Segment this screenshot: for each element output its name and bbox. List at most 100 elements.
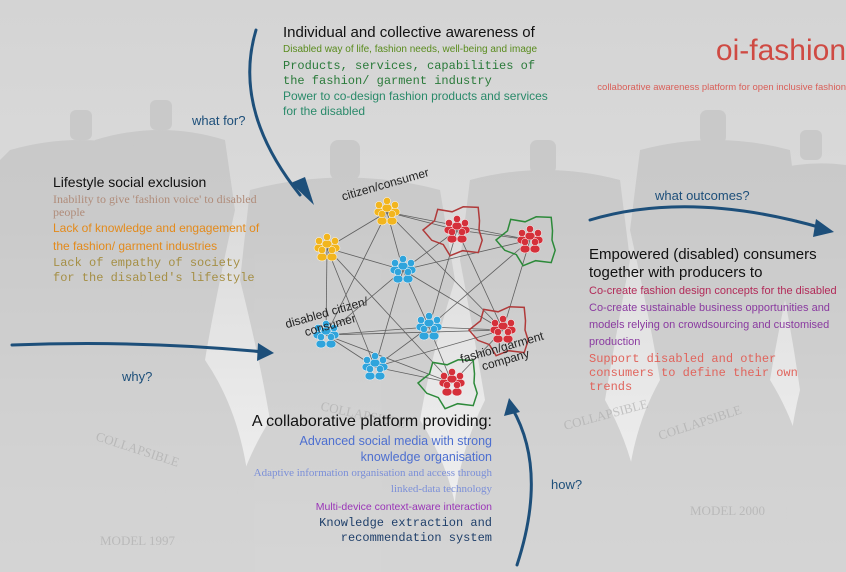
arrowhead-how bbox=[504, 398, 520, 416]
network-edge bbox=[428, 239, 531, 328]
person-body-icon bbox=[441, 387, 453, 397]
citizen-consumer-cluster bbox=[313, 233, 341, 262]
company-region-outline bbox=[416, 359, 478, 410]
empowered-item: Co-create sustainable business opportuni… bbox=[589, 302, 830, 348]
citizen-consumer-cluster bbox=[373, 197, 401, 226]
platform-item: Advanced social media with strong knowle… bbox=[299, 434, 492, 464]
arrowhead-what-for bbox=[291, 177, 314, 205]
person-head-icon bbox=[327, 333, 335, 341]
person-head-icon bbox=[383, 197, 391, 205]
network-edge bbox=[374, 269, 404, 368]
person-body-icon bbox=[376, 216, 388, 226]
empowered-item: Support disabled and other consumers to … bbox=[589, 352, 798, 394]
person-head-icon bbox=[317, 333, 325, 341]
person-head-icon bbox=[499, 315, 507, 323]
company-cluster bbox=[489, 315, 517, 344]
person-head-icon bbox=[448, 228, 456, 236]
lifestyle-block: Lifestyle social exclusion Inability to … bbox=[53, 174, 268, 286]
person-head-icon bbox=[391, 259, 399, 267]
platform-item: Knowledge extraction and recommendation … bbox=[319, 516, 492, 545]
company-cluster bbox=[516, 225, 544, 254]
person-body-icon bbox=[364, 371, 376, 381]
lifestyle-item: Lack of empathy of society for the disab… bbox=[53, 256, 255, 285]
arrow-what-outcomes bbox=[588, 205, 824, 230]
person-head-icon bbox=[461, 219, 469, 227]
person-head-icon bbox=[391, 201, 399, 209]
person-head-icon bbox=[375, 201, 383, 209]
platform-item: Multi-device context-aware interaction bbox=[315, 501, 492, 513]
person-head-icon bbox=[378, 210, 386, 218]
company-cluster bbox=[443, 215, 471, 244]
disabled-consumer-cluster bbox=[415, 312, 443, 341]
person-head-icon bbox=[315, 237, 323, 245]
label-why: why? bbox=[122, 369, 153, 384]
label-what-outcomes: what outcomes? bbox=[655, 188, 750, 203]
person-head-icon bbox=[425, 312, 433, 320]
mannequin-silhouette bbox=[626, 110, 812, 572]
person-head-icon bbox=[371, 352, 379, 360]
network-edge bbox=[325, 269, 404, 336]
network-edge bbox=[402, 239, 531, 271]
empowered-item: Co-create fashion design concepts for th… bbox=[589, 285, 837, 297]
person-body-icon bbox=[529, 244, 541, 254]
disabled-consumer-cluster bbox=[389, 255, 417, 284]
person-head-icon bbox=[521, 238, 529, 246]
platform-item: Adaptive information organisation and ac… bbox=[253, 467, 492, 495]
awareness-item: Disabled way of life, fashion needs, wel… bbox=[283, 44, 538, 55]
network-edge bbox=[502, 239, 531, 331]
arrow-how bbox=[510, 406, 533, 567]
person-body-icon bbox=[451, 387, 463, 397]
network-edge bbox=[325, 329, 504, 336]
label-how: how? bbox=[551, 477, 583, 492]
arrowhead-why bbox=[257, 343, 274, 361]
empowered-heading: Empowered (disabled) consumers together … bbox=[589, 246, 817, 281]
person-body-icon bbox=[456, 234, 468, 244]
person-body-icon bbox=[316, 252, 328, 262]
mannequin-silhouette bbox=[453, 140, 642, 572]
person-body-icon bbox=[418, 331, 430, 341]
empowered-block: Empowered (disabled) consumers together … bbox=[589, 246, 841, 394]
person-head-icon bbox=[453, 215, 461, 223]
person-head-icon bbox=[448, 368, 456, 376]
network-edge bbox=[374, 329, 504, 368]
person-body-icon bbox=[386, 216, 398, 226]
person-head-icon bbox=[407, 259, 415, 267]
person-head-icon bbox=[388, 210, 396, 218]
awareness-item: Products, services, capabilities of the … bbox=[283, 59, 536, 88]
person-head-icon bbox=[443, 381, 451, 389]
network-edge bbox=[374, 366, 453, 384]
company-region-outline bbox=[494, 216, 556, 267]
person-body-icon bbox=[326, 252, 338, 262]
person-body-icon bbox=[374, 371, 386, 381]
person-head-icon bbox=[491, 319, 499, 327]
person-head-icon bbox=[417, 316, 425, 324]
platform-title: oi-fashion bbox=[715, 34, 846, 67]
label-what-for: what for? bbox=[192, 113, 246, 128]
person-head-icon bbox=[363, 356, 371, 364]
network-edge bbox=[456, 229, 504, 331]
network-edge bbox=[326, 247, 376, 368]
person-head-icon bbox=[399, 255, 407, 263]
person-head-icon bbox=[458, 228, 466, 236]
person-head-icon bbox=[404, 268, 412, 276]
company-region-outline bbox=[467, 306, 529, 357]
person-head-icon bbox=[507, 319, 515, 327]
lifestyle-heading: Lifestyle social exclusion bbox=[53, 174, 207, 190]
network-edge bbox=[428, 229, 458, 328]
disabled-consumer-cluster bbox=[361, 352, 389, 381]
person-head-icon bbox=[331, 237, 339, 245]
person-head-icon bbox=[314, 324, 322, 332]
network-edge bbox=[325, 326, 430, 336]
person-head-icon bbox=[456, 372, 464, 380]
person-head-icon bbox=[453, 381, 461, 389]
network-edge bbox=[325, 334, 453, 384]
person-head-icon bbox=[330, 324, 338, 332]
arrow-what-for bbox=[248, 28, 302, 197]
person-head-icon bbox=[440, 372, 448, 380]
person-head-icon bbox=[394, 268, 402, 276]
person-head-icon bbox=[328, 246, 336, 254]
network-edge bbox=[325, 211, 388, 336]
network-edge bbox=[402, 269, 504, 331]
arrow-why bbox=[10, 342, 266, 354]
